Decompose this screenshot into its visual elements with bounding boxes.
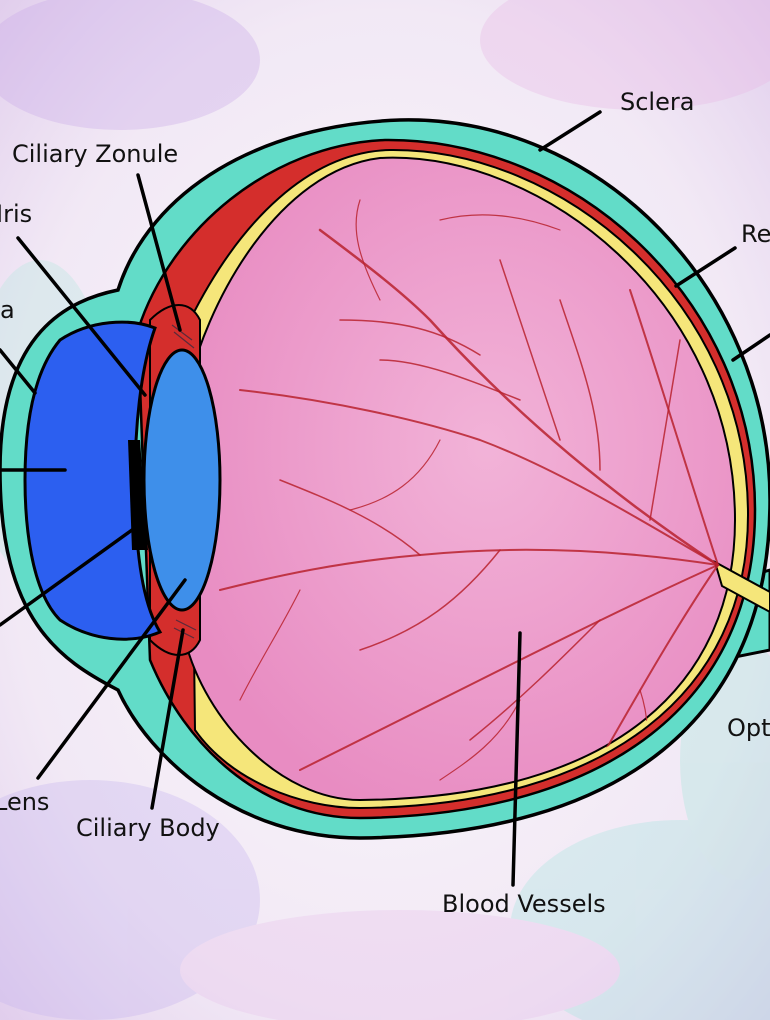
label-optic-partial: Opt <box>727 714 770 742</box>
anterior-chamber <box>23 320 163 641</box>
label-retina-partial: Re <box>741 220 770 248</box>
leader-choroid <box>731 333 770 362</box>
leader-retina <box>674 246 737 288</box>
label-sclera: Sclera <box>620 88 694 116</box>
leader-lens <box>36 578 187 780</box>
leader-iris <box>16 236 147 397</box>
leader-cornea <box>0 348 37 395</box>
leader-ciliary-body <box>150 628 185 810</box>
iris <box>128 440 148 550</box>
label-ciliary-zonule: Ciliary Zonule <box>12 140 178 168</box>
leader-blood-vessels <box>511 631 522 887</box>
blood-vessels <box>219 199 720 781</box>
leader-sclera <box>538 110 602 152</box>
label-lens: Lens <box>0 788 49 816</box>
leader-ciliary-zonule <box>136 173 182 332</box>
label-cornea-partial: a <box>0 296 15 324</box>
label-ciliary-body: Ciliary Body <box>76 814 220 842</box>
leader-lines <box>0 110 770 887</box>
label-iris: Iris <box>0 200 32 228</box>
label-blood-vessels: Blood Vessels <box>442 890 606 918</box>
vitreous-body <box>184 156 737 802</box>
leader-pupil <box>0 528 134 627</box>
optic-nerve <box>713 559 770 614</box>
lens <box>142 348 222 612</box>
